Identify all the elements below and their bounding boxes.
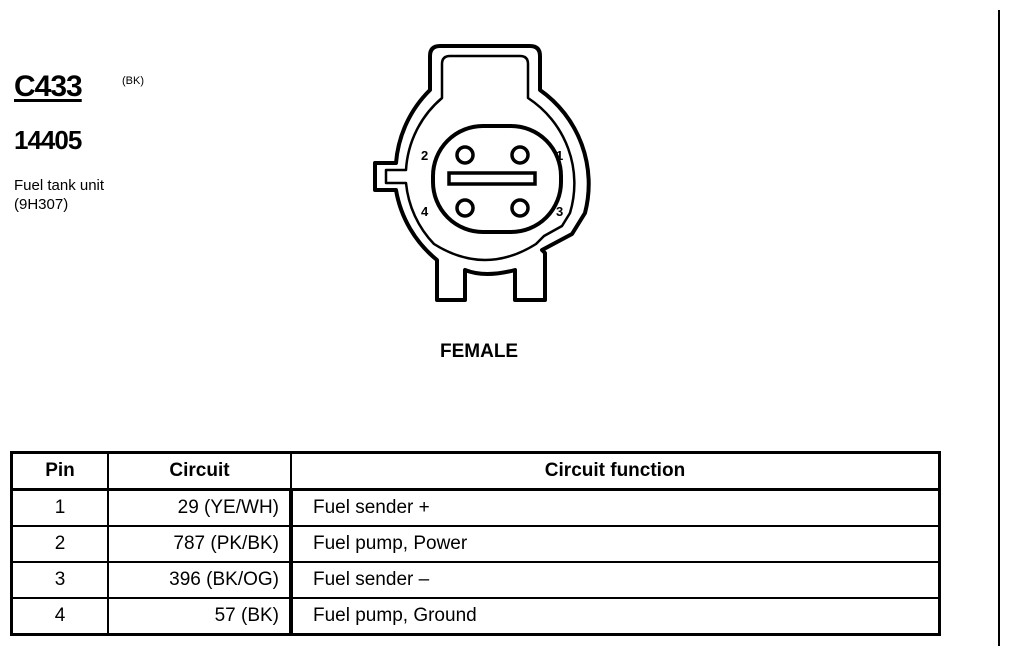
circuit-cell: 29 (YE/WH) [107, 488, 293, 527]
pin-4-terminal [455, 198, 475, 218]
pinout-table: Pin Circuit Circuit function 1 29 (YE/WH… [10, 451, 941, 636]
connector-housing-outline [373, 44, 591, 302]
pin-2-terminal [455, 145, 475, 165]
pin-cell: 4 [10, 597, 109, 636]
pin-label-1: 1 [556, 148, 563, 163]
function-cell: Fuel sender + [290, 488, 941, 527]
pin-cell: 3 [10, 561, 109, 599]
connector-id: C433 [14, 70, 83, 103]
circuit-cell: 57 (BK) [107, 597, 293, 636]
table-header-row: Pin Circuit Circuit function [10, 451, 941, 491]
function-cell: Fuel pump, Ground [290, 597, 941, 636]
connector-face-diagram: 2 1 4 3 [373, 44, 591, 302]
pin-label-3: 3 [556, 204, 563, 219]
pin-cavity [431, 124, 563, 234]
pin-1-terminal [510, 145, 530, 165]
part-number: 14405 [14, 125, 82, 155]
table-row: 2 787 (PK/BK) Fuel pump, Power [10, 525, 941, 563]
pin-3-terminal [510, 198, 530, 218]
connector-description: Fuel tank unit (9H307) [14, 176, 104, 214]
connector-gender-label: FEMALE [440, 341, 519, 362]
connector-color-code: (BK) [122, 75, 144, 87]
pin-label-4: 4 [421, 204, 429, 219]
connector-inner-outline [384, 54, 576, 262]
description-line-2: (9H307) [14, 196, 69, 213]
header-pin: Pin [10, 451, 109, 491]
circuit-cell: 787 (PK/BK) [107, 525, 293, 563]
table-row: 1 29 (YE/WH) Fuel sender + [10, 488, 941, 527]
function-cell: Fuel pump, Power [290, 525, 941, 563]
page-border-rule [998, 10, 1000, 646]
keying-bar [447, 171, 537, 186]
function-cell: Fuel sender – [290, 561, 941, 599]
pin-cell: 2 [10, 525, 109, 563]
circuit-cell: 396 (BK/OG) [107, 561, 293, 599]
table-row: 3 396 (BK/OG) Fuel sender – [10, 561, 941, 599]
pin-label-2: 2 [421, 148, 428, 163]
pin-cell: 1 [10, 488, 109, 527]
header-circuit-function: Circuit function [290, 451, 941, 491]
description-line-1: Fuel tank unit [14, 177, 105, 194]
table-row: 4 57 (BK) Fuel pump, Ground [10, 597, 941, 636]
header-circuit: Circuit [107, 451, 292, 491]
